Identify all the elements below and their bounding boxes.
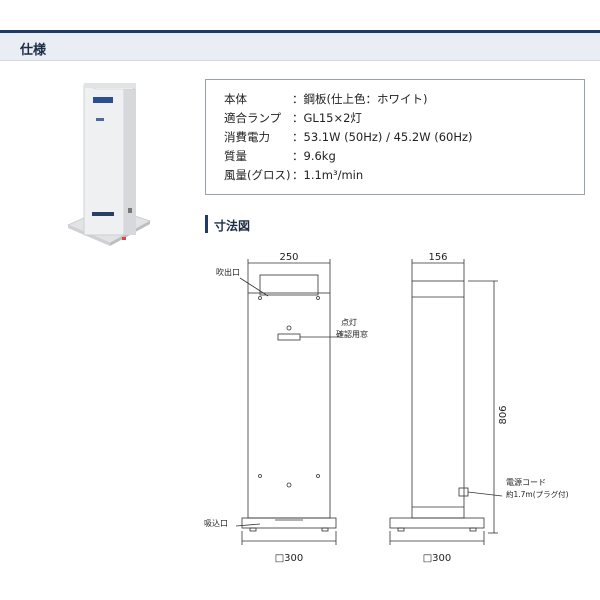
spec-label: 本体 bbox=[224, 92, 247, 106]
front-screw bbox=[286, 482, 292, 488]
cord-label-line2: 約1.7m(プラグ付) bbox=[506, 489, 569, 499]
spec-value: ：GL15×2灯 bbox=[292, 111, 362, 125]
height-label: 806 bbox=[498, 405, 509, 424]
spec-row: 質量 ：9.6kg bbox=[224, 147, 473, 166]
front-screw bbox=[286, 325, 292, 331]
side-view-base bbox=[389, 517, 485, 529]
section-header: 仕様 bbox=[0, 33, 600, 61]
spec-row: 消費電力 ：53.1W (50Hz) / 45.2W (60Hz) bbox=[224, 128, 473, 147]
spec-label: 適合ランプ bbox=[224, 111, 282, 125]
spec-value: ：9.6kg bbox=[292, 149, 336, 163]
product-image bbox=[67, 83, 151, 246]
spec-label: 質量 bbox=[224, 149, 247, 163]
window-label-line1: 点灯 bbox=[341, 317, 357, 327]
header-top-line bbox=[0, 30, 600, 33]
width-label: 250 bbox=[279, 252, 298, 263]
cord-label-line1: 電源コード bbox=[506, 478, 546, 487]
inlet-label: 吸込口 bbox=[204, 519, 228, 528]
spec-label: 風量(グロス) bbox=[224, 168, 291, 182]
spec-row: 本体 ：鋼板(仕上色：ホワイト) bbox=[224, 90, 473, 109]
base-side-label: □300 bbox=[423, 553, 452, 564]
cord-bushing bbox=[458, 487, 469, 497]
dimensions-title: 寸法図 bbox=[214, 219, 251, 233]
spec-value: ：53.1W (50Hz) / 45.2W (60Hz) bbox=[292, 130, 473, 144]
spec-row: 風量(グロス)：1.1m³/min bbox=[224, 166, 473, 185]
side-view-body bbox=[411, 280, 465, 519]
indicator-window bbox=[277, 333, 301, 341]
outlet-label: 吹出口 bbox=[216, 267, 240, 277]
section-title: 仕様 bbox=[20, 43, 47, 58]
heading-accent-bar bbox=[205, 215, 208, 233]
front-view-top bbox=[259, 274, 319, 296]
window-label-line2: 確認用窓 bbox=[336, 329, 368, 339]
spec-row: 適合ランプ ：GL15×2灯 bbox=[224, 109, 473, 128]
dimension-drawing: 250 156 □300 □300 806 吹出口 吸込口 点灯 確認用窓 電源… bbox=[204, 252, 569, 564]
spec-value: ：鋼板(仕上色：ホワイト) bbox=[292, 92, 428, 106]
depth-label: 156 bbox=[428, 252, 447, 263]
spec-label: 消費電力 bbox=[224, 130, 270, 144]
spec-value: ：1.1m³/min bbox=[292, 168, 364, 182]
front-view-body bbox=[247, 292, 331, 519]
front-view-base bbox=[241, 517, 337, 529]
base-front-label: □300 bbox=[275, 553, 304, 564]
spec-table: 本体 ：鋼板(仕上色：ホワイト) 適合ランプ ：GL15×2灯 消費電力 ：53.1W… bbox=[205, 79, 585, 195]
